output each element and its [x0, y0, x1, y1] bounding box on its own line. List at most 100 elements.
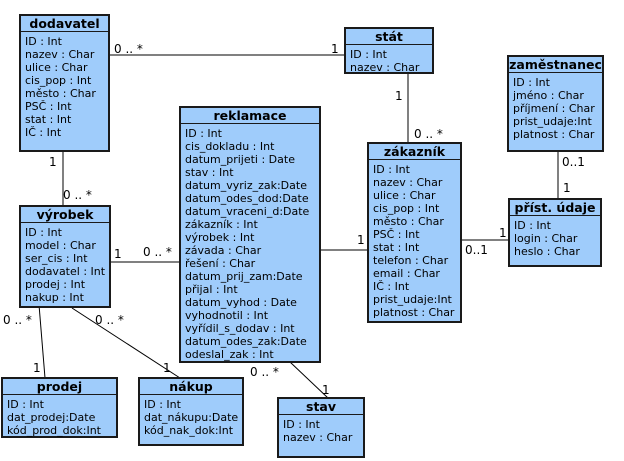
- attribute: telefon : Char: [373, 254, 449, 267]
- attribute: ID : Int: [144, 398, 181, 411]
- entity-reklamace[interactable]: reklamace ID : Int cis_dokladu : Int dat…: [179, 106, 321, 363]
- entity-stav[interactable]: stav ID : Int nazev : Char: [277, 397, 365, 458]
- entity-title: příst. údaje: [510, 200, 600, 216]
- attribute: jméno : Char: [513, 89, 584, 102]
- multiplicity-label: 1: [33, 361, 41, 375]
- attribute: ID : Int: [514, 219, 551, 232]
- multiplicity-label: 0 .. *: [3, 313, 32, 327]
- entity-title: stát: [346, 29, 432, 45]
- multiplicity-label: 0 .. *: [143, 245, 172, 259]
- attribute: heslo : Char: [514, 245, 580, 258]
- attribute: zákazník : Int: [185, 218, 258, 231]
- multiplicity-label: 0 .. *: [250, 365, 279, 379]
- attribute: ID : Int: [283, 418, 320, 431]
- multiplicity-label: 0 .. *: [63, 188, 92, 202]
- link-vyrobek-nakup: [71, 307, 181, 379]
- entity-stat[interactable]: stát ID : Int nazev : Char: [344, 27, 434, 74]
- multiplicity-label: 0..1: [465, 243, 488, 257]
- entity-zamestnanec[interactable]: zaměstnanec ID : Int jméno : Char příjme…: [507, 55, 604, 152]
- attribute: datum_vraceni_d:Date: [185, 205, 310, 218]
- attribute: ulice : Char: [373, 189, 436, 202]
- attribute: prodej : Int: [25, 278, 86, 291]
- attribute: ulice : Char: [25, 61, 88, 74]
- multiplicity-label: 1: [563, 181, 571, 195]
- attribute: datum_prij_zam:Date: [185, 270, 303, 283]
- attribute: vyhodnotil : Int: [185, 309, 269, 322]
- entity-prist-udaje[interactable]: příst. údaje ID : Int login : Char heslo…: [508, 198, 602, 267]
- attribute: nazev : Char: [350, 61, 420, 74]
- entity-title: dodavatel: [21, 16, 108, 32]
- attribute: datum_odes_dod:Date: [185, 192, 309, 205]
- attribute: vyřídil_s_dodav : Int: [185, 322, 295, 335]
- attribute: datum_odes_zak:Date: [185, 335, 307, 348]
- attribute: kód_nak_dok:Int: [144, 424, 234, 437]
- attribute: nazev : Char: [283, 431, 353, 444]
- entity-zakaznik[interactable]: zákazník ID : Int nazev : Char ulice : C…: [367, 142, 462, 323]
- attribute: email : Char: [373, 267, 440, 280]
- attribute: dat_prodej:Date: [7, 411, 96, 424]
- attribute: ID : Int: [25, 35, 62, 48]
- attribute: dodavatel : Int: [25, 265, 106, 278]
- attribute: platnost : Char: [373, 306, 455, 319]
- attribute: login : Char: [514, 232, 578, 245]
- multiplicity-label: 1: [322, 383, 330, 397]
- attribute: IČ : Int: [25, 126, 62, 139]
- multiplicity-label: 0 .. *: [95, 313, 124, 327]
- attribute: platnost : Char: [513, 128, 595, 141]
- attribute: závada : Char: [185, 244, 262, 257]
- attribute: ID : Int: [7, 398, 44, 411]
- attribute: datum_vyriz_zak:Date: [185, 179, 307, 192]
- attribute: IČ : Int: [373, 280, 410, 293]
- multiplicity-label: 1: [395, 89, 403, 103]
- attribute: kód_prod_dok:Int: [7, 424, 101, 437]
- multiplicity-label: 1: [114, 247, 122, 261]
- attribute: ser_cis : Int: [25, 252, 88, 265]
- multiplicity-label: 1: [49, 155, 57, 169]
- entity-title: zákazník: [369, 144, 460, 160]
- entity-vyrobek[interactable]: výrobek ID : Int model : Char ser_cis : …: [19, 205, 111, 308]
- entity-dodavatel[interactable]: dodavatel ID : Int nazev : Char ulice : …: [19, 14, 110, 152]
- attribute: ID : Int: [25, 226, 62, 239]
- attribute: datum_vyhod : Date: [185, 296, 297, 309]
- attribute: ID : Int: [185, 127, 222, 140]
- attribute: ID : Int: [513, 76, 550, 89]
- attribute: PSČ : Int: [373, 228, 420, 241]
- attribute: ID : Int: [350, 48, 387, 61]
- entity-nakup[interactable]: nákup ID : Int dat_nákupu:Date kód_nak_d…: [138, 377, 244, 446]
- entity-title: stav: [279, 399, 363, 415]
- link-reklamace-stav: [289, 361, 329, 399]
- attribute: nazev : Char: [25, 48, 95, 61]
- attribute: datum_prijeti : Date: [185, 153, 295, 166]
- attribute: cis_dokladu : Int: [185, 140, 275, 153]
- entity-title: prodej: [3, 379, 116, 395]
- multiplicity-label: 0 .. *: [414, 127, 443, 141]
- attribute: stat : Int: [373, 241, 420, 254]
- attribute: prist_udaje:Int: [373, 293, 452, 306]
- multiplicity-label: 1: [331, 42, 339, 56]
- entity-title: reklamace: [181, 108, 319, 124]
- entity-title: nákup: [140, 379, 242, 395]
- attribute: dat_nákupu:Date: [144, 411, 239, 424]
- attribute: prist_udaje:Int: [513, 115, 592, 128]
- attribute: stav : Int: [185, 166, 234, 179]
- attribute: přijal : Int: [185, 283, 238, 296]
- multiplicity-label: 0..1: [562, 155, 585, 169]
- multiplicity-label: 1: [499, 226, 507, 240]
- attribute: cis_pop : Int: [373, 202, 440, 215]
- attribute: město : Char: [25, 87, 96, 100]
- attribute: řešení : Char: [185, 257, 256, 270]
- entity-title: zaměstnanec: [509, 57, 602, 73]
- attribute: stat : Int: [25, 113, 72, 126]
- attribute: cis_pop : Int: [25, 74, 92, 87]
- entity-prodej[interactable]: prodej ID : Int dat_prodej:Date kód_prod…: [1, 377, 118, 438]
- multiplicity-label: 1: [163, 361, 171, 375]
- attribute: nazev : Char: [373, 176, 443, 189]
- multiplicity-label: 0 .. *: [114, 42, 143, 56]
- entity-title: výrobek: [21, 207, 109, 223]
- attribute: model : Char: [25, 239, 96, 252]
- attribute: příjmení : Char: [513, 102, 595, 115]
- attribute: odeslal_zak : Int: [185, 348, 274, 361]
- attribute: ID : Int: [373, 163, 410, 176]
